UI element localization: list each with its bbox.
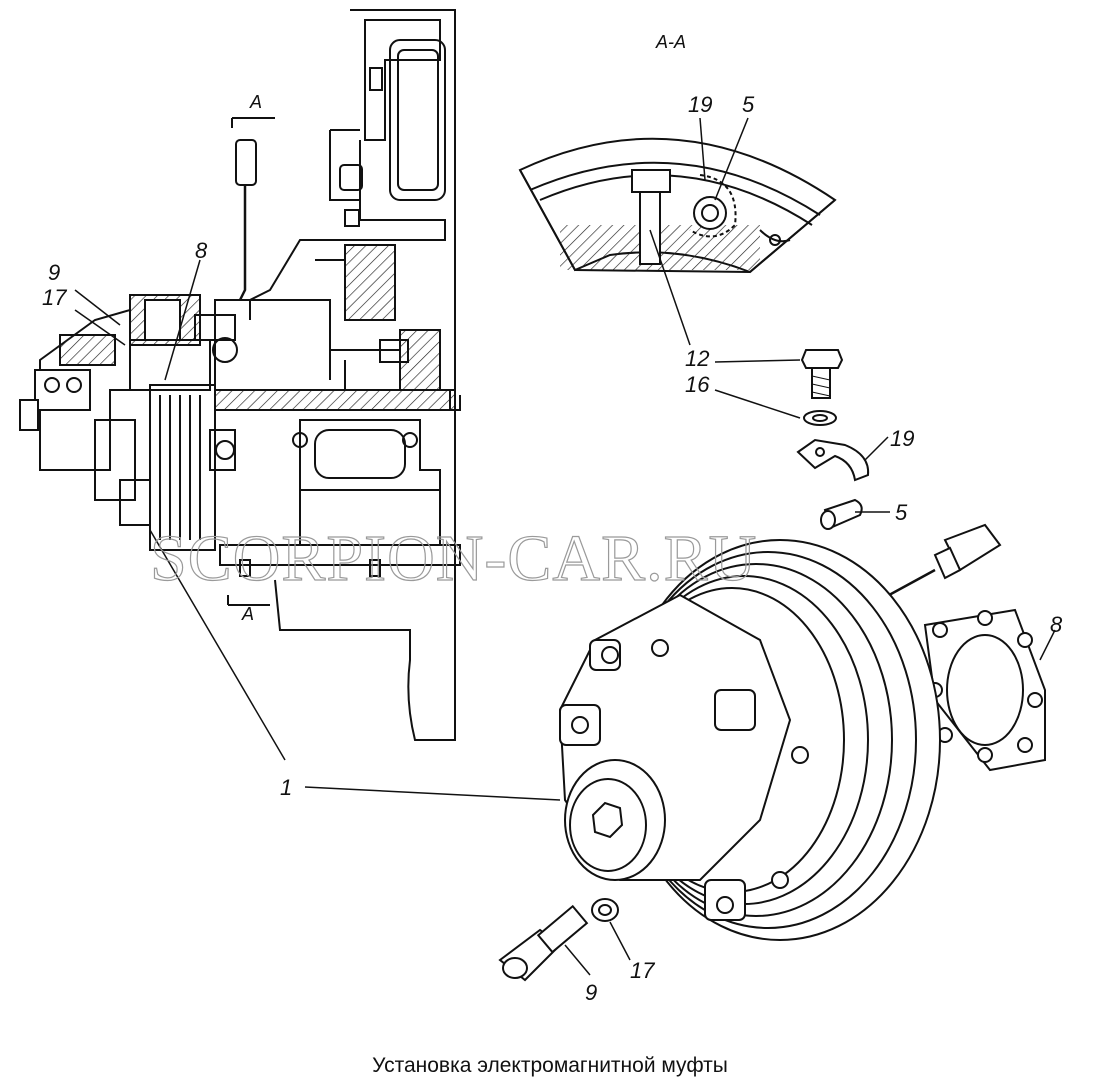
callout-5-sleeve: 5 [895,500,908,525]
callout-19-section: 19 [688,92,712,117]
section-marker-top: A [249,92,262,112]
callout-12: 12 [685,346,709,371]
watermark-text: SCORPION-CAR.RU [150,522,757,595]
callout-8-gasket: 8 [1050,612,1063,637]
figure-caption: Установка электромагнитной муфты [372,1054,728,1077]
section-marker-bottom: A [241,604,254,624]
exploded-fasteners [498,349,1046,982]
callout-9-bolt: 9 [585,980,597,1005]
section-a-a-view [518,117,837,346]
callout-17-left: 17 [42,285,67,310]
callout-1: 1 [280,775,292,800]
callout-8-left: 8 [195,238,208,263]
callout-19-clip: 19 [890,426,914,451]
section-title: A-A [655,32,686,52]
callout-9-left: 9 [48,260,60,285]
callout-17-washer: 17 [630,958,655,983]
callout-16: 16 [685,372,710,397]
clutch-unit-perspective [558,539,941,941]
callout-5-section: 5 [742,92,755,117]
housing-section-view [19,9,461,741]
callout-leaders [74,259,1056,976]
clutch-assembly-drawing: SCORPION-CAR.RU A-A A A 1 5 5 8 8 9 9 12… [19,9,1063,1005]
